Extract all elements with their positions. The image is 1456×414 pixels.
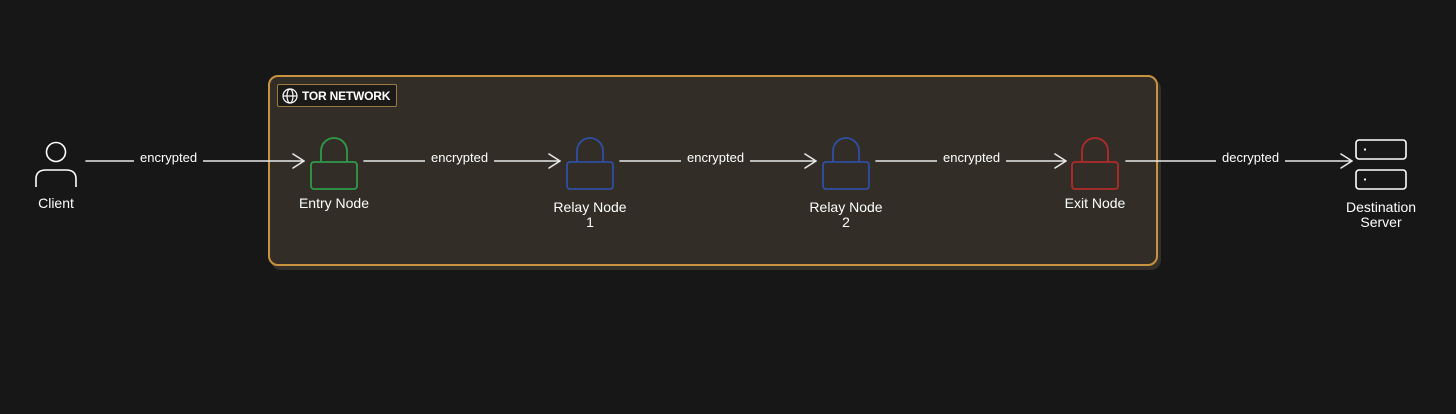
edge-label-exit-server: decrypted: [1216, 150, 1286, 166]
relay-node-1-label-line2: 1: [586, 214, 594, 230]
relay-node-2-label-line2: 2: [842, 214, 850, 230]
edge-label-client-entry: encrypted: [134, 150, 204, 166]
lock-icon: [310, 137, 358, 190]
entry-node-label: Entry Node: [298, 195, 370, 211]
server-led-icon: [1363, 148, 1367, 181]
globe-icon: [282, 87, 298, 104]
exit-node-label: Exit Node: [1064, 195, 1126, 211]
server-icon: [1355, 139, 1407, 190]
relay-node-2-label-line1: Relay Node: [809, 199, 883, 215]
lock-icon: [1071, 137, 1119, 190]
destination-server-label-line2: Server: [1360, 214, 1402, 230]
lock-icon: [822, 137, 870, 190]
edge-label-relay2-exit: encrypted: [937, 150, 1007, 166]
edge-label-entry-relay1: encrypted: [425, 150, 495, 166]
lock-icon: [566, 137, 614, 190]
edge-label-relay1-relay2: encrypted: [681, 150, 751, 166]
relay-node-1-label-line1: Relay Node: [553, 199, 627, 215]
tor-network-label: TOR NETWORK: [302, 88, 391, 103]
client-label: Client: [38, 195, 74, 211]
relay-node-1-label: Relay Node 1: [540, 200, 640, 230]
destination-server-label-line1: Destination: [1345, 199, 1417, 215]
destination-server-label: Destination Server: [1331, 200, 1431, 230]
tor-network-label-badge: TOR NETWORK: [277, 84, 398, 107]
tor-network-group: [268, 75, 1158, 266]
user-icon: [35, 141, 77, 187]
relay-node-2-label: Relay Node 2: [796, 200, 896, 230]
